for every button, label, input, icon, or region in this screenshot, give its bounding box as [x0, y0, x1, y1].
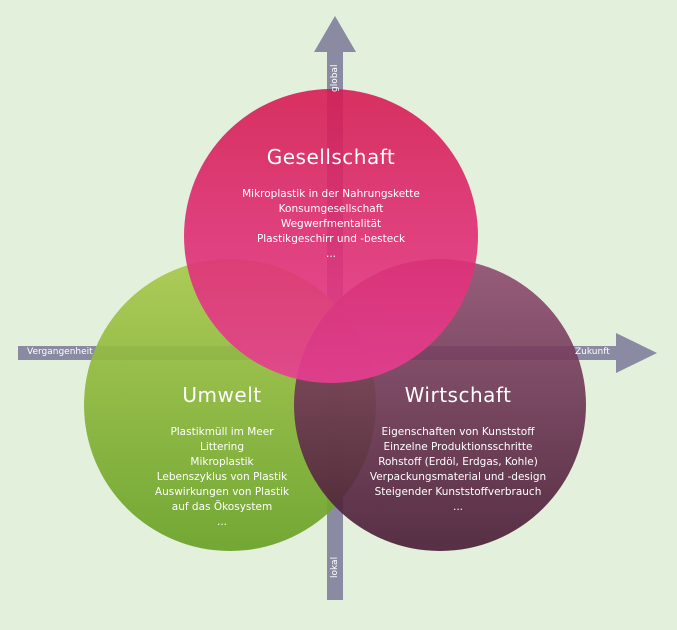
environment-title: Umwelt [182, 383, 262, 407]
list-item: Verpackungsmaterial und -design [369, 471, 547, 483]
list-item: Wegwerfmentalität [280, 218, 382, 230]
axis-label-local: lokal [330, 556, 340, 578]
environment-content: Umwelt Plastikmüll im Meer Littering Mik… [122, 383, 322, 530]
list-item: Auswirkungen von Plastik [154, 486, 290, 498]
list-item: Eigenschaften von Kunststoff [381, 426, 535, 438]
list-item: Mikroplastik [190, 456, 254, 468]
circle-society [184, 89, 478, 383]
list-item: ... [325, 248, 336, 260]
environment-list: Plastikmüll im Meer Littering Mikroplast… [122, 425, 322, 530]
list-item: Lebenszyklus von Plastik [156, 471, 288, 483]
list-item: Mikroplastik in der Nahrungskette [242, 188, 420, 200]
list-item: Littering [199, 441, 244, 453]
list-item: Plastikgeschirr und -besteck [256, 233, 406, 245]
list-item: Rohstoff (Erdöl, Erdgas, Kohle) [378, 456, 538, 468]
list-item: Steigender Kunststoffverbrauch [374, 486, 542, 498]
axis-arrow-up-icon [314, 16, 356, 52]
list-item: Einzelne Produktionsschritte [383, 441, 533, 453]
society-list: Mikroplastik in der Nahrungskette Konsum… [211, 187, 451, 262]
axis-arrow-right-icon [616, 333, 657, 373]
society-content: Gesellschaft Mikroplastik in der Nahrung… [211, 145, 451, 262]
axis-label-future: Zukunft [575, 347, 610, 357]
economy-title: Wirtschaft [404, 383, 512, 407]
society-title: Gesellschaft [266, 145, 396, 169]
list-item: ... [452, 501, 463, 513]
economy-list: Eigenschaften von Kunststoff Einzelne Pr… [348, 425, 568, 515]
axis-label-past: Vergangenheit [27, 347, 93, 357]
economy-content: Wirtschaft Eigenschaften von Kunststoff … [348, 383, 568, 515]
list-item: ... [216, 516, 227, 528]
list-item: auf das Ökosystem [171, 501, 273, 513]
axis-label-global: global [330, 64, 340, 92]
list-item: Plastikmüll im Meer [170, 426, 274, 438]
list-item: Konsumgesellschaft [278, 203, 384, 215]
